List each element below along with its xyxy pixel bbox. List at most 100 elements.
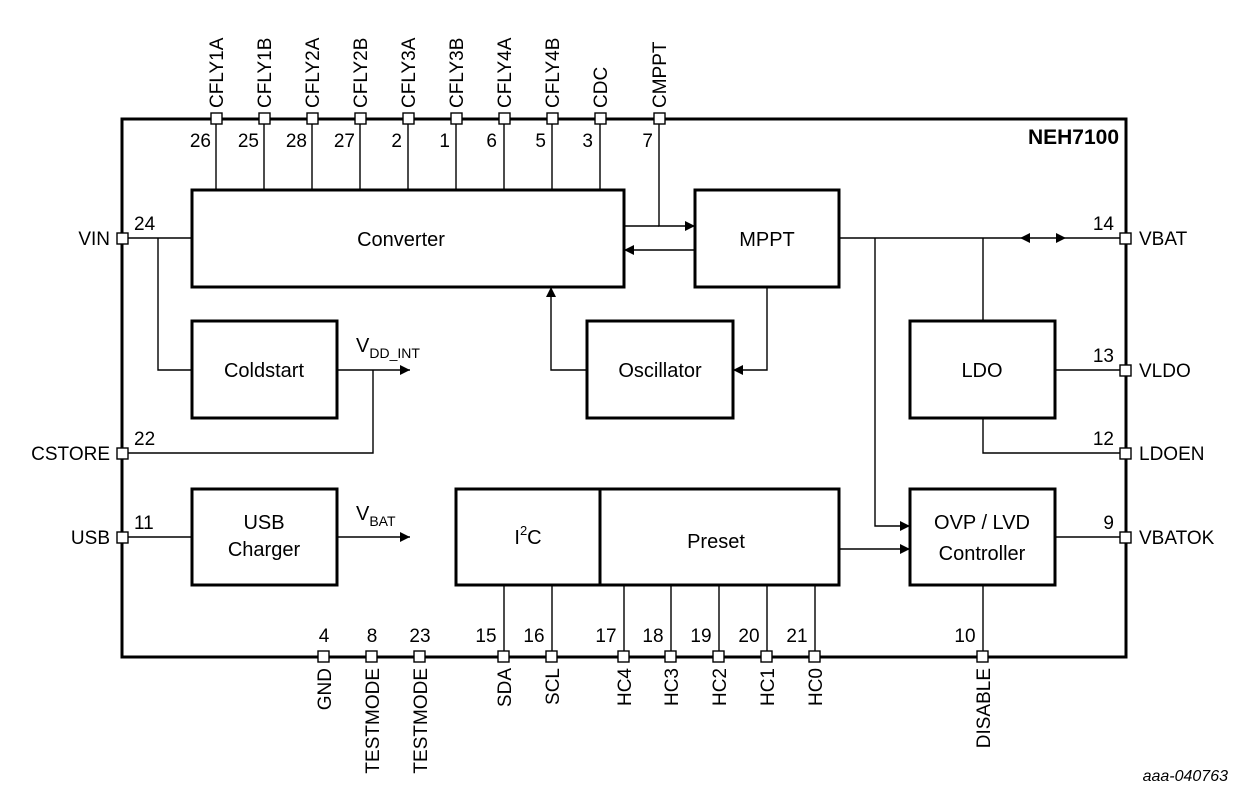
bottom-pin-hc0: HC0 21 [786, 626, 827, 706]
left-pin-cstore: CSTORE 22 [31, 429, 155, 465]
pin-number: 21 [786, 626, 807, 647]
mppt-label: MPPT [739, 229, 795, 251]
pin-number: 19 [690, 626, 711, 647]
left-pin-vin: VIN 24 [78, 214, 155, 250]
pin-number: 27 [334, 131, 355, 152]
bottom-pin-gnd: GND 4 [315, 626, 336, 710]
pin-number: 6 [486, 131, 497, 152]
top-pin-cfly1a: CFLY1A 26 [190, 37, 228, 152]
pin-number: 26 [190, 131, 211, 152]
pin-number: 8 [367, 626, 378, 647]
pin-number: 3 [582, 131, 593, 152]
usb-charger-block: USB Charger [190, 487, 339, 587]
bottom-pin-testmode-8: TESTMODE 8 [363, 626, 384, 774]
pin-name: CFLY4A [495, 37, 516, 108]
pin-number: 10 [954, 626, 975, 647]
pin-name: DISABLE [974, 668, 995, 748]
bottom-pin-sda: SDA 15 [475, 626, 516, 707]
pin-name: HC2 [710, 668, 731, 706]
pin-number: 12 [1093, 429, 1114, 450]
figure-reference: aaa-040763 [1143, 768, 1229, 785]
pin-number: 7 [642, 131, 653, 152]
pin-number: 24 [134, 214, 156, 235]
pin-name: HC0 [806, 668, 827, 706]
pin-name: HC3 [662, 668, 683, 706]
pin-number: 11 [134, 513, 154, 534]
bottom-pin-scl: SCL 16 [523, 626, 564, 705]
pin-name: VLDO [1139, 361, 1191, 382]
pin-name: CFLY3A [399, 37, 420, 108]
pin-name: CMPPT [650, 41, 671, 108]
top-pin-cfly2a: CFLY2A 28 [286, 37, 324, 152]
ovp-lvd-label-line2: Controller [939, 543, 1026, 565]
pin-number: 18 [642, 626, 663, 647]
i2c-label: I2C [514, 523, 541, 549]
ovp-lvd-label-line1: OVP / LVD [934, 512, 1030, 534]
converter-label: Converter [357, 229, 445, 251]
usb-charger-label-line1: USB [243, 512, 284, 534]
pin-name: SCL [543, 668, 564, 705]
pin-number: 22 [134, 429, 155, 450]
right-pin-vbat: VBAT 14 [1093, 214, 1188, 250]
coldstart-label: Coldstart [224, 360, 304, 382]
vdd-int-label: VDD_INT [356, 335, 420, 361]
bottom-pin-hc1: HC1 20 [738, 626, 779, 706]
pin-number: 9 [1103, 513, 1114, 534]
pin-number: 17 [595, 626, 616, 647]
mppt-block: MPPT [693, 188, 841, 289]
bottom-pin-hc4: HC4 17 [595, 626, 636, 706]
oscillator-block: Oscillator [585, 319, 735, 420]
coldstart-block: Coldstart [190, 319, 339, 420]
pin-number: 4 [319, 626, 330, 647]
pin-name: VBAT [1139, 229, 1188, 250]
pin-name: USB [71, 528, 110, 549]
usb-charger-label-line2: Charger [228, 539, 301, 561]
pin-name: VBATOK [1139, 528, 1215, 549]
pin-name: CFLY2B [351, 38, 372, 108]
right-pin-vldo: VLDO 13 [1093, 346, 1191, 382]
top-pin-cfly4a: CFLY4A 6 [486, 37, 516, 152]
pin-name: CFLY3B [447, 38, 468, 108]
pin-number: 14 [1093, 214, 1115, 235]
oscillator-label: Oscillator [618, 360, 702, 382]
ldo-label: LDO [961, 360, 1002, 382]
ldo-block: LDO [908, 319, 1057, 420]
pin-number: 28 [286, 131, 307, 152]
bottom-pin-testmode-23: TESTMODE 23 [409, 626, 432, 774]
pin-number: 20 [738, 626, 759, 647]
top-pin-cfly4b: CFLY4B 5 [535, 38, 564, 152]
top-pin-cdc: CDC 3 [582, 67, 612, 152]
left-pin-usb: USB 11 [71, 513, 154, 549]
converter-block: Converter [190, 188, 626, 289]
right-pin-vbatok: VBATOK 9 [1103, 513, 1214, 549]
pin-number: 1 [439, 131, 450, 152]
pin-name: GND [315, 668, 336, 710]
ovp-lvd-controller-block: OVP / LVD Controller [908, 487, 1057, 587]
pin-name: CFLY2A [303, 37, 324, 108]
pin-name: CSTORE [31, 444, 110, 465]
wires [128, 119, 1120, 651]
top-pin-cfly3a: CFLY3A 2 [391, 37, 420, 152]
bottom-pin-disable: DISABLE 10 [954, 626, 995, 748]
bottom-pin-hc3: HC3 18 [642, 626, 683, 706]
pin-number: 15 [475, 626, 496, 647]
pin-name: CFLY1A [207, 37, 228, 108]
i2c-block: I2C [454, 487, 602, 587]
pin-name: CFLY1B [255, 38, 276, 108]
preset-block: Preset [598, 487, 841, 587]
top-pin-cmppt: CMPPT 7 [642, 41, 671, 152]
pin-number: 13 [1093, 346, 1114, 367]
pin-name: VIN [78, 229, 110, 250]
pin-name: SDA [495, 668, 516, 707]
bottom-pin-hc2: HC2 19 [690, 626, 731, 706]
pin-number: 16 [523, 626, 544, 647]
pin-name: LDOEN [1139, 444, 1204, 465]
top-pin-cfly3b: CFLY3B 1 [439, 38, 468, 152]
right-pin-ldoen: LDOEN 12 [1093, 429, 1205, 465]
top-pin-cfly1b: CFLY1B 25 [238, 38, 276, 152]
chip-name: NEH7100 [1028, 126, 1119, 149]
pin-name: TESTMODE [411, 668, 432, 774]
pin-number: 23 [409, 626, 430, 647]
preset-label: Preset [687, 531, 745, 553]
